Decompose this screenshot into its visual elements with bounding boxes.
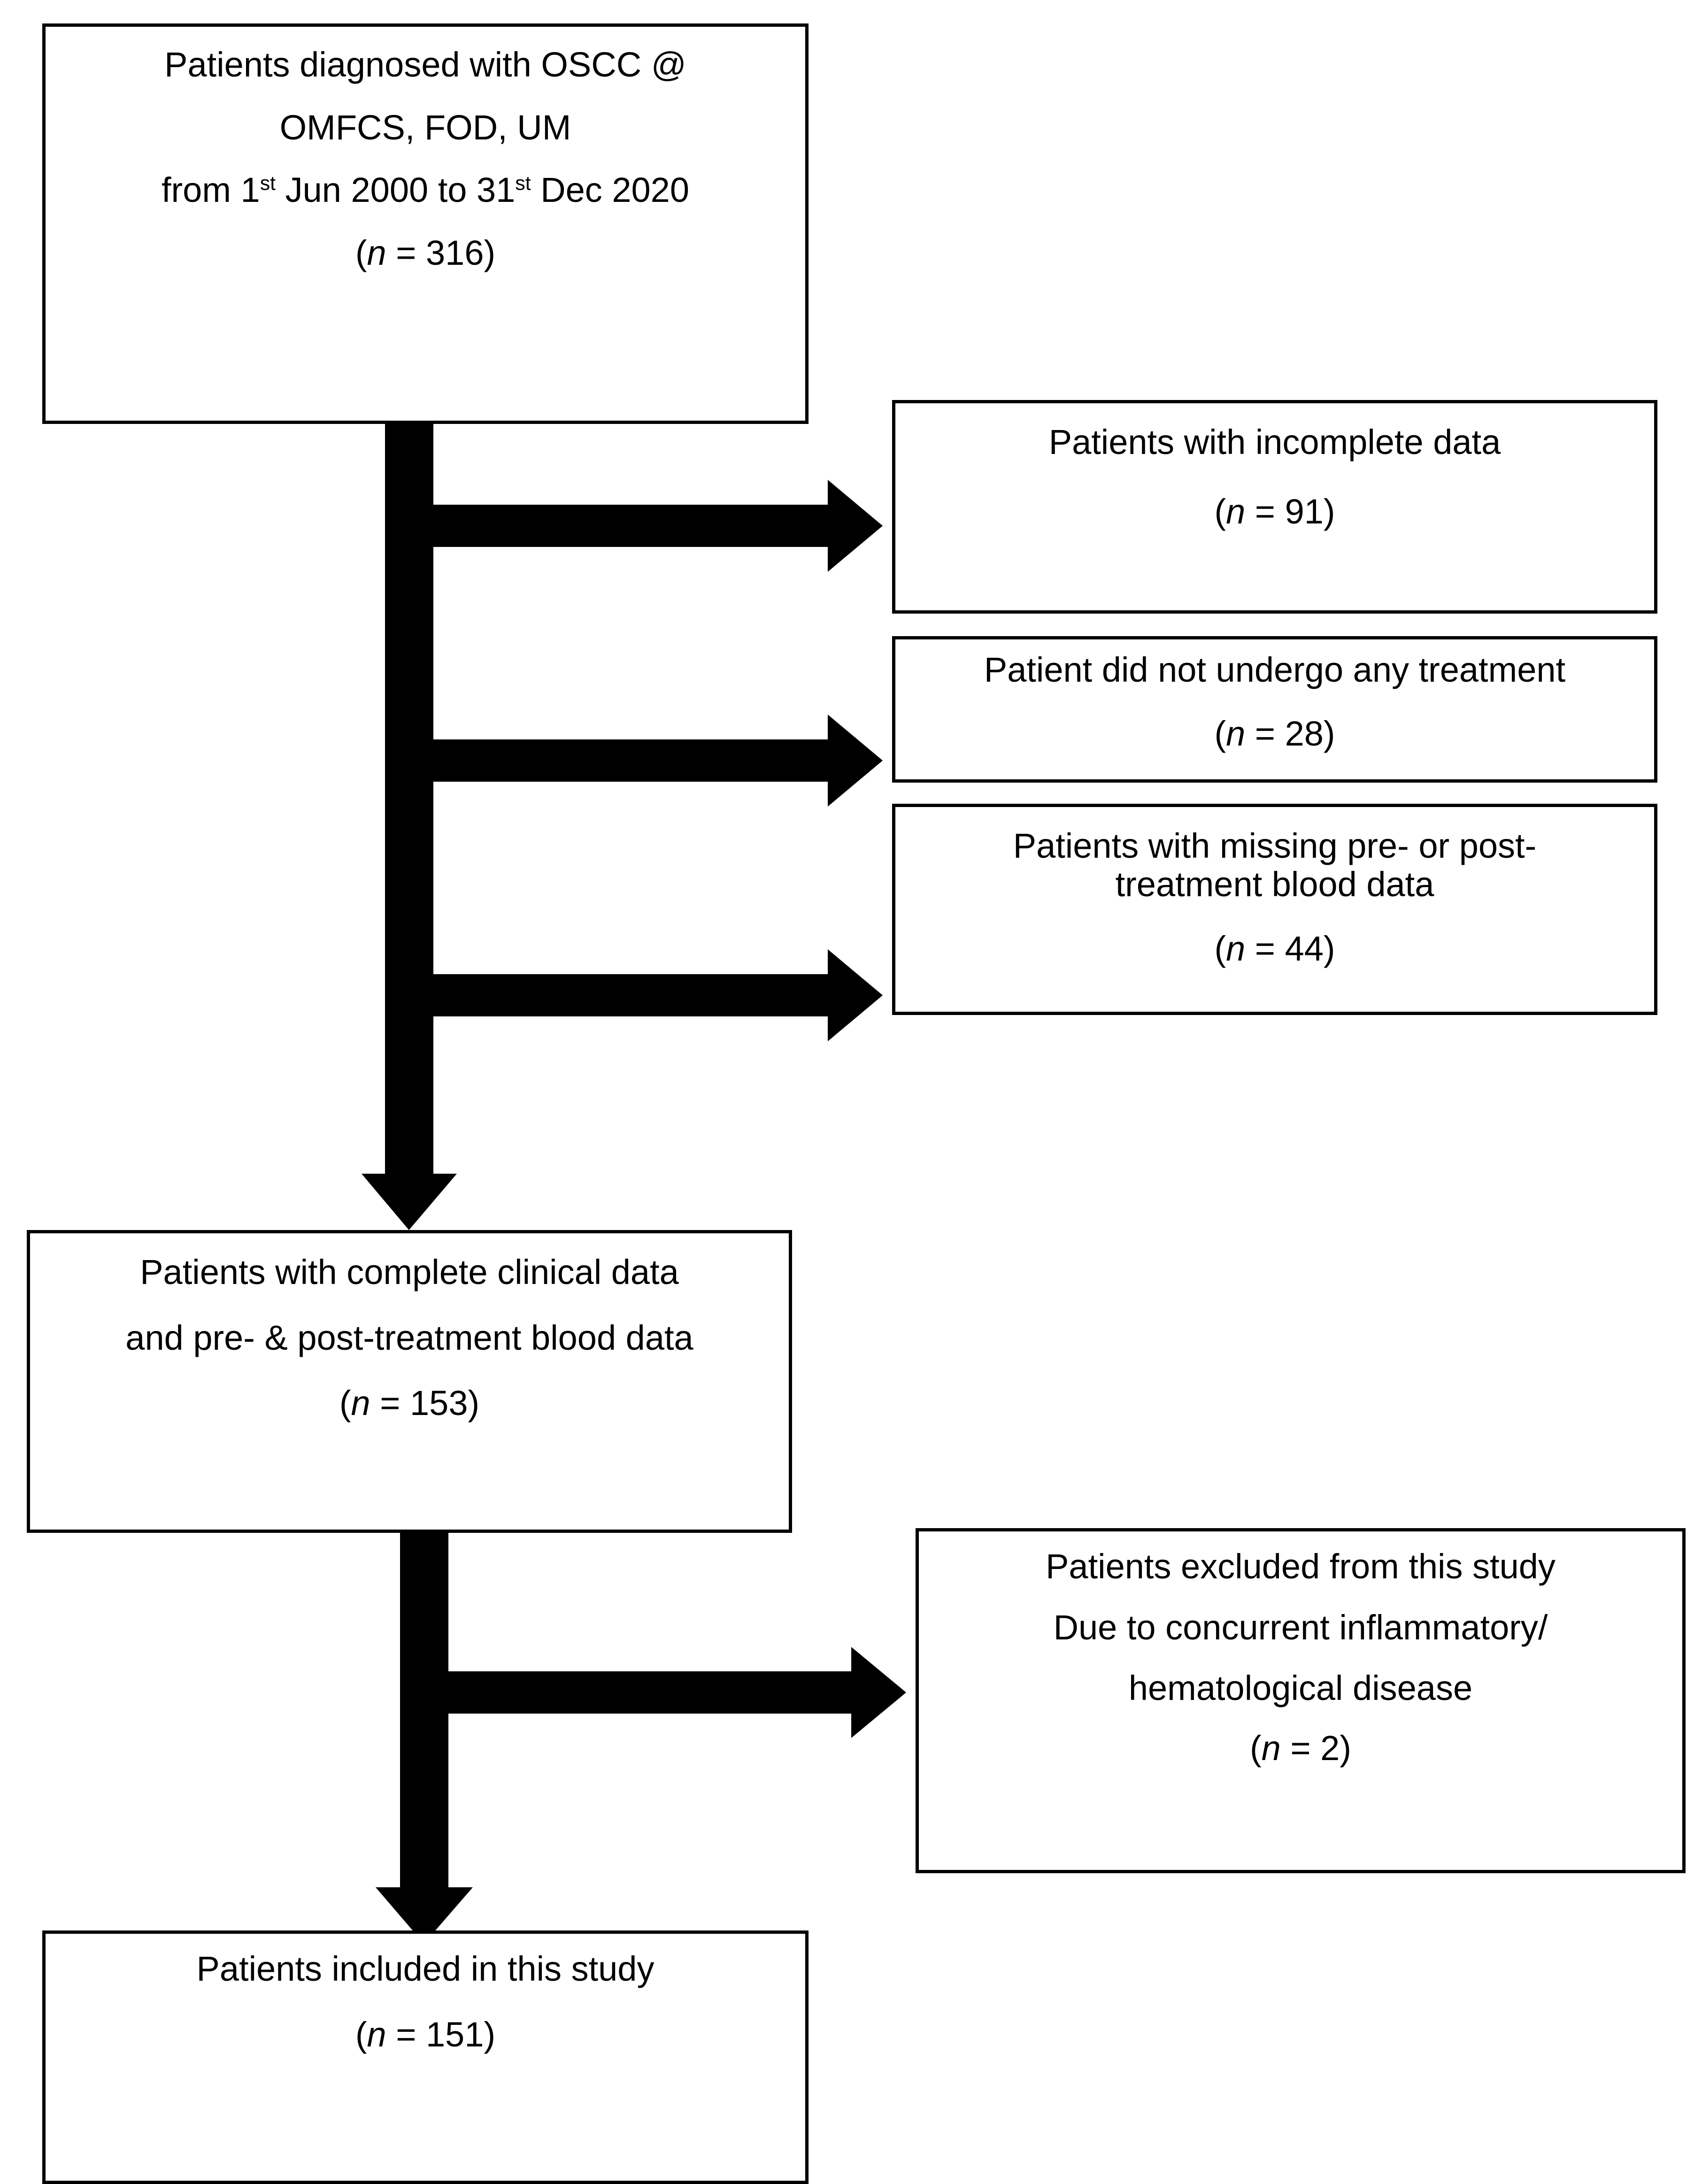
excluded-missing-blood-count-symbol: n — [1226, 929, 1246, 969]
source-cohort-count-close: ) — [484, 233, 496, 273]
excluded-missing-blood-line-1: Patients with missing pre- or post- — [1013, 826, 1537, 865]
excluded-concurrent-disease-line-3: hematological disease — [1128, 1669, 1473, 1708]
excluded-missing-blood-count-value: = 44 — [1245, 929, 1324, 969]
excluded-concurrent-disease-line-1: Patients excluded from this study — [1046, 1547, 1556, 1586]
excluded-no-treatment-count-symbol: n — [1226, 714, 1246, 753]
source-cohort-line-3: from 1st Jun 2000 to 31st Dec 2020 — [162, 172, 689, 208]
source-cohort-line-3-part-c: Dec 2020 — [531, 170, 689, 210]
branch-missing-blood-shaft — [433, 974, 829, 1016]
branch-incomplete-shaft — [433, 505, 829, 547]
complete-data-count: (n = 153) — [339, 1385, 479, 1422]
source-cohort-line-3-part-b: Jun 2000 to 31 — [276, 170, 516, 210]
excluded-incomplete-count-symbol: n — [1226, 492, 1246, 531]
excluded-incomplete-line-1: Patients with incomplete data — [1048, 423, 1501, 461]
excluded-concurrent-disease-count-value: = 2 — [1280, 1729, 1340, 1768]
node-excluded-no-treatment: Patient did not undergo any treatment (n… — [892, 636, 1657, 783]
excluded-concurrent-disease-count-close: ) — [1340, 1729, 1351, 1768]
patients-included-count: (n = 151) — [355, 2016, 495, 2053]
complete-data-count-symbol: n — [351, 1384, 370, 1423]
excluded-no-treatment-line-1: Patient did not undergo any treatment — [984, 650, 1566, 689]
branch-concurrent-disease-arrowhead — [851, 1647, 906, 1738]
source-cohort-count-open: ( — [355, 233, 367, 273]
excluded-incomplete-count-value: = 91 — [1245, 492, 1324, 531]
trunk-upper-shaft — [385, 423, 433, 1181]
branch-no-treatment-shaft — [433, 739, 829, 782]
branch-concurrent-disease-shaft — [448, 1671, 852, 1714]
source-cohort-count: (n = 316) — [355, 235, 495, 271]
trunk-lower-arrowhead — [376, 1887, 473, 1944]
node-excluded-missing-blood-data: Patients with missing pre- or post- trea… — [892, 804, 1657, 1015]
excluded-incomplete-count-close: ) — [1323, 492, 1335, 531]
node-excluded-concurrent-disease: Patients excluded from this study Due to… — [916, 1528, 1686, 1873]
excluded-concurrent-disease-line-2: Due to concurrent inflammatory/ — [1053, 1607, 1548, 1647]
excluded-no-treatment-count-close: ) — [1323, 714, 1335, 753]
branch-incomplete-arrowhead — [828, 480, 883, 572]
patients-included-count-open: ( — [355, 2015, 367, 2054]
excluded-concurrent-disease-count-open: ( — [1250, 1729, 1262, 1768]
excluded-missing-blood-count: (n = 44) — [1214, 931, 1335, 967]
excluded-concurrent-disease-count: (n = 2) — [1250, 1730, 1351, 1767]
complete-data-count-open: ( — [339, 1384, 351, 1423]
source-cohort-count-symbol: n — [367, 233, 386, 273]
source-cohort-line-3-part-a: from 1 — [161, 170, 260, 210]
source-cohort-ordinal-2: st — [515, 172, 531, 195]
source-cohort-line-2: OMFCS, FOD, UM — [279, 108, 571, 147]
node-complete-clinical-data: Patients with complete clinical data and… — [27, 1230, 792, 1533]
complete-data-line-2: and pre- & post-treatment blood data — [125, 1318, 693, 1357]
excluded-missing-blood-count-close: ) — [1323, 929, 1335, 969]
patients-included-line-1: Patients included in this study — [196, 1949, 655, 1988]
excluded-no-treatment-count: (n = 28) — [1214, 715, 1335, 752]
node-source-cohort: Patients diagnosed with OSCC @ OMFCS, FO… — [42, 23, 809, 424]
complete-data-line-1: Patients with complete clinical data — [140, 1253, 679, 1292]
excluded-incomplete-count: (n = 91) — [1214, 493, 1335, 530]
excluded-no-treatment-count-open: ( — [1214, 714, 1226, 753]
patients-included-count-value: = 151 — [386, 2015, 484, 2054]
excluded-concurrent-disease-count-symbol: n — [1261, 1729, 1281, 1768]
excluded-incomplete-count-open: ( — [1214, 492, 1226, 531]
branch-missing-blood-arrowhead — [828, 949, 883, 1041]
source-cohort-count-value: = 316 — [386, 233, 484, 273]
node-excluded-incomplete-data: Patients with incomplete data (n = 91) — [892, 400, 1657, 614]
branch-no-treatment-arrowhead — [828, 715, 883, 807]
trunk-upper-arrowhead — [362, 1174, 457, 1230]
excluded-no-treatment-count-value: = 28 — [1245, 714, 1324, 753]
excluded-missing-blood-count-open: ( — [1214, 929, 1226, 969]
patients-included-count-symbol: n — [367, 2015, 386, 2054]
patients-included-count-close: ) — [484, 2015, 496, 2054]
trunk-lower-shaft — [400, 1532, 448, 1893]
complete-data-count-close: ) — [468, 1384, 480, 1423]
source-cohort-line-1: Patients diagnosed with OSCC @ — [164, 45, 686, 84]
excluded-missing-blood-line-2: treatment blood data — [1115, 864, 1434, 904]
complete-data-count-value: = 153 — [370, 1384, 468, 1423]
source-cohort-ordinal-1: st — [260, 172, 276, 195]
node-patients-included: Patients included in this study (n = 151… — [42, 1930, 809, 2184]
